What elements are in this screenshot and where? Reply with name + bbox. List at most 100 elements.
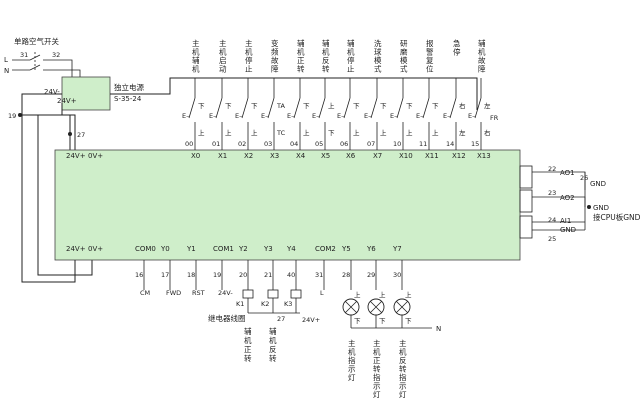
input-terminal: X2: [244, 152, 253, 160]
input-wire-num: 05: [315, 140, 323, 148]
gnd-top: GND: [590, 180, 606, 188]
input-name-char: 复: [426, 55, 434, 65]
wire-common-bus: [110, 77, 478, 110]
input-contact-top: 下: [198, 102, 205, 110]
output-terminal: Y1: [186, 245, 196, 253]
lamp-desc-char: 示: [399, 382, 407, 391]
input-name-char: 式: [374, 64, 382, 74]
input-contact: [343, 78, 351, 150]
output-wire-num: 28: [342, 271, 350, 279]
output-wire-num: 40: [287, 271, 295, 279]
input-actuator-icon: E–: [364, 112, 371, 120]
input-contact-bottom: 上: [380, 128, 387, 137]
analog-wire-22: 22: [548, 165, 556, 173]
input-wire-num: 10: [393, 140, 401, 148]
input-contact: [215, 78, 223, 150]
input-wire-num: 01: [212, 140, 220, 148]
output-terminal: COM2: [315, 245, 336, 253]
lamp-top-label: 上: [405, 290, 412, 299]
input-wire-num: 15: [471, 140, 479, 148]
input-wire-num: 07: [367, 140, 375, 148]
relay-desc-char: 转: [244, 353, 252, 363]
lamp-cross: [370, 301, 382, 313]
lamp-desc-char: 转: [399, 364, 407, 374]
input-actuator-icon: E–: [390, 112, 397, 120]
input-name-char: 机: [297, 47, 305, 57]
plc-top-0v: 0V+: [88, 152, 103, 160]
lamp-desc-char: 反: [399, 355, 407, 365]
input-contact-bottom: 上: [251, 128, 258, 137]
analog-wire-26: 26: [580, 174, 588, 182]
input-name-char: 启: [219, 55, 227, 65]
gnd-right: GND: [593, 204, 609, 212]
lamp-top-label: 上: [354, 290, 361, 299]
output-terminal: Y4: [286, 245, 296, 253]
input-name-char: 转: [297, 64, 305, 74]
output-terminal: Y3: [263, 245, 273, 253]
input-name-char: 障: [478, 64, 486, 74]
input-name-char: 模: [374, 55, 382, 65]
lamp-desc-char: 主: [399, 338, 407, 348]
relay-common-wire: 27: [277, 315, 285, 323]
input-actuator-icon: E–: [443, 112, 450, 120]
analog-wire-25: 25: [548, 235, 556, 243]
output-terminals: COM016CMY017FWDY118RSTCOM11924V-Y220Y321…: [135, 245, 403, 297]
relay-desc-char: 辅: [244, 326, 252, 336]
input-actuator-icon: E–: [416, 112, 423, 120]
input-name-char: 机: [192, 64, 200, 74]
input-name-char: 故: [478, 55, 486, 65]
input-name-char: 主: [245, 38, 253, 48]
input-contacts: 主机辅机下上E–00X0主机启动下上E–01X1主机停止下上E–02X2变频故障…: [182, 38, 499, 160]
input-contact-top: 下: [225, 102, 232, 110]
output-label: RST: [192, 289, 205, 297]
psu-model: S-35-24: [114, 95, 142, 103]
input-name-char: 止: [245, 64, 253, 74]
input-contact-bottom: TC: [276, 129, 286, 137]
lamp-desc-char: 主: [348, 338, 356, 348]
lamp-bottom-label: 下: [379, 317, 386, 325]
relay-desc-char: 机: [244, 335, 252, 345]
psu-vplus: 24V+: [57, 97, 77, 105]
relay-coil-label: K3: [284, 300, 292, 308]
lamp-desc-char: 机: [399, 347, 407, 357]
output-label: FWD: [166, 289, 181, 297]
input-actuator-icon: E–: [287, 112, 294, 120]
plc-bot-24v: 24V+: [66, 245, 86, 253]
input-contact: [396, 78, 404, 150]
output-wire-num: 16: [135, 271, 143, 279]
output-wire-num: 18: [187, 271, 195, 279]
input-contact-top: 上: [328, 101, 335, 110]
lamp-desc-char: 示: [373, 382, 381, 391]
input-actuator-icon: E–: [182, 112, 189, 120]
input-name-char: 辅: [347, 38, 355, 48]
input-name-char: 变: [271, 38, 279, 48]
analog-label-gnd: GND: [560, 226, 576, 234]
lamp-neutral-label: N: [436, 325, 441, 333]
output-terminal: Y7: [392, 245, 402, 253]
input-contact: [267, 78, 275, 150]
relay-desc-char: 反: [269, 344, 277, 354]
input-name-char: 警: [426, 47, 434, 57]
input-name-char: 式: [400, 64, 408, 74]
input-name-char: 球: [374, 47, 382, 57]
lamp-desc-char: 灯: [348, 372, 356, 382]
relay-coil: [242, 289, 254, 299]
lamp-desc-char: 机: [348, 347, 356, 357]
input-wire-num: 03: [264, 140, 272, 148]
input-contact-bottom: 上: [225, 128, 232, 137]
input-name-char: 机: [245, 47, 253, 57]
input-terminal: X10: [399, 152, 413, 160]
input-name-char: 机: [192, 47, 200, 57]
input-terminal: X0: [191, 152, 200, 160]
input-contact-bottom: 上: [353, 128, 360, 137]
plc-bot-0v: 0V+: [88, 245, 103, 253]
input-contact: [293, 78, 301, 150]
input-extra-label: FR: [490, 114, 499, 122]
psu-box: [61, 76, 111, 111]
wire-bot-24v: [22, 260, 76, 283]
input-name-char: 机: [219, 47, 227, 57]
line-l-label: L: [4, 56, 8, 64]
